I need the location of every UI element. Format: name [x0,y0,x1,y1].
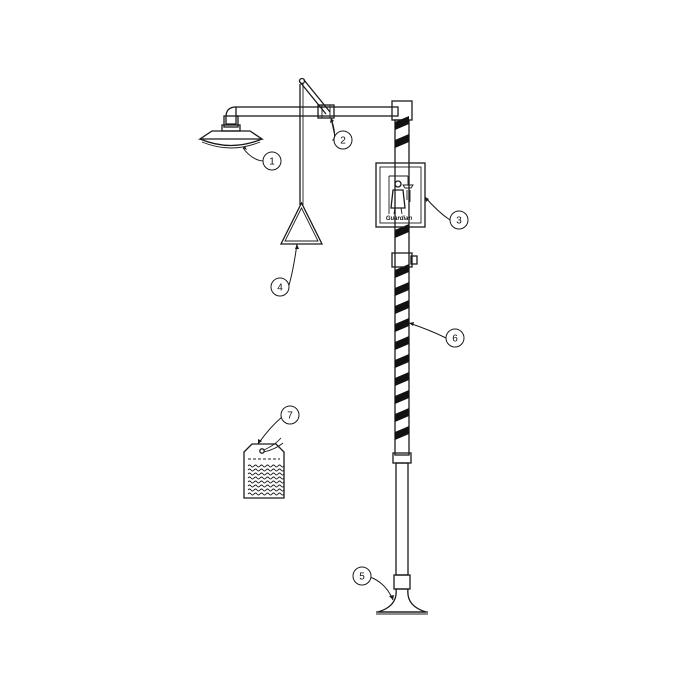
callout-3: 3 [424,196,469,230]
pipe-stripe [395,224,409,238]
tag-text-line [247,492,285,496]
sign-brand-text: Guardian [386,216,413,222]
pipe-stripe [395,408,409,422]
pipe-stripe [395,264,409,278]
pipe-stripe [395,116,409,130]
safety-sign: Guardian [375,162,426,228]
callout-1: 1 [242,147,282,171]
shower-person-pictogram [388,175,414,215]
callout-4-label: 4 [277,283,283,294]
callout-2-label: 2 [340,136,346,147]
overhead-pipe [223,100,413,128]
callout-4: 4 [270,243,298,297]
pull-rod-triangle [279,84,324,245]
ball-valve [298,77,331,115]
pipe-stripe [395,336,409,350]
callout-2: 2 [330,117,353,150]
tag-text-line [247,484,285,488]
callout-6-label: 6 [452,334,458,345]
inspection-tag [243,437,285,499]
leader-arrowheads [243,118,429,600]
pipe-stripe [395,372,409,386]
callout-5-label: 5 [359,572,365,583]
callout-7-label: 7 [287,411,293,422]
callout-6: 6 [408,322,465,348]
pipe-stripe [395,426,409,440]
shower-head [197,124,265,149]
pipe-stripe [395,354,409,368]
tag-text-line [247,476,285,480]
tag-text-line [247,472,285,476]
tag-text-line [247,488,285,492]
floor-flange [376,588,428,615]
pipe-stripe [395,282,409,296]
callout-5: 5 [352,566,394,601]
callout-3-label: 3 [456,216,462,227]
callout-7: 7 [257,405,300,445]
pipe-stripe [395,300,409,314]
pipe-stripe [395,318,409,332]
callout-1-label: 1 [269,157,275,168]
tag-text-line [247,480,285,484]
pipe-stripe [395,134,409,148]
tag-text-line [247,468,285,472]
tag-text-line [247,464,285,468]
striped-pipe [391,116,418,590]
pipe-stripe [395,390,409,404]
